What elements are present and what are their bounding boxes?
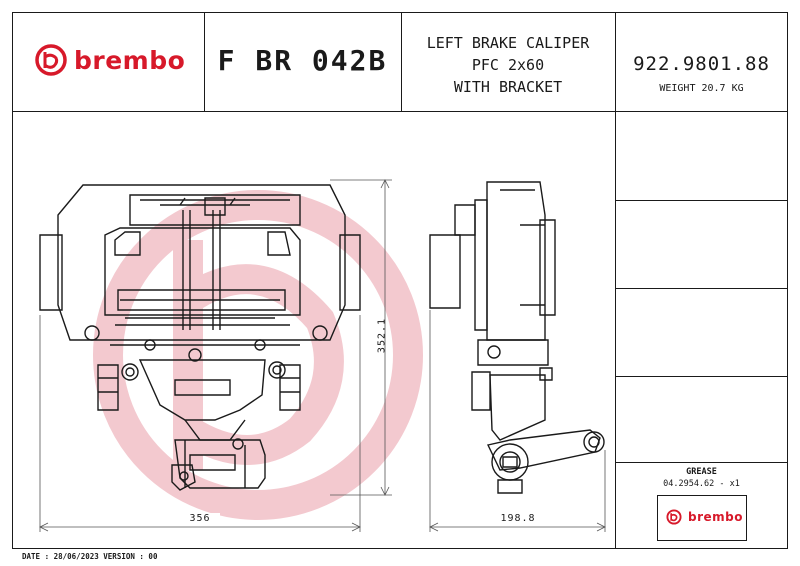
date-version-line: DATE : 28/06/2023 VERSION : 00 (22, 552, 158, 561)
product-description: LEFT BRAKE CALIPER PFC 2x60 WITH BRACKET (401, 32, 615, 98)
grease-label: GREASE (686, 467, 717, 477)
front-view (39, 184, 361, 491)
part-number: 922.9801.88 (633, 53, 770, 75)
grease-spec: 04.2954.62 - x1 (663, 479, 740, 489)
right-row-line-1 (615, 200, 788, 201)
brembo-watermark-icon (93, 190, 423, 520)
description-line-2: PFC 2x60 (471, 56, 545, 74)
brand-name: brembo (74, 45, 186, 75)
title-block-divider (12, 111, 788, 112)
dimension-lines (39, 179, 606, 532)
brand-logo: brembo (34, 40, 199, 80)
right-column-divider (615, 12, 616, 549)
weight-label: WEIGHT 20.7 KG (659, 83, 744, 94)
drawing-sheet (12, 12, 788, 549)
height-dimension: 352.1 (376, 317, 388, 354)
grease-brand-logo: brembo (666, 509, 743, 525)
description-line-3: WITH BRACKET (453, 78, 563, 96)
brembo-mark-icon (666, 509, 682, 525)
product-code: F BR 042B (217, 44, 388, 77)
right-row-line-2 (615, 288, 788, 289)
side-view (429, 181, 605, 494)
brembo-mark-icon (35, 44, 67, 76)
grease-brand-name: brembo (688, 510, 743, 524)
right-row-line-4 (615, 462, 788, 463)
title-divider-1 (204, 12, 205, 111)
right-row-line-3 (615, 376, 788, 377)
front-width-dimension: 356 (180, 513, 220, 524)
grease-brand-box: brembo (657, 495, 747, 541)
side-width-dimension: 198.8 (493, 513, 543, 524)
title-divider-2 (401, 12, 402, 111)
description-line-1: LEFT BRAKE CALIPER (426, 34, 590, 52)
